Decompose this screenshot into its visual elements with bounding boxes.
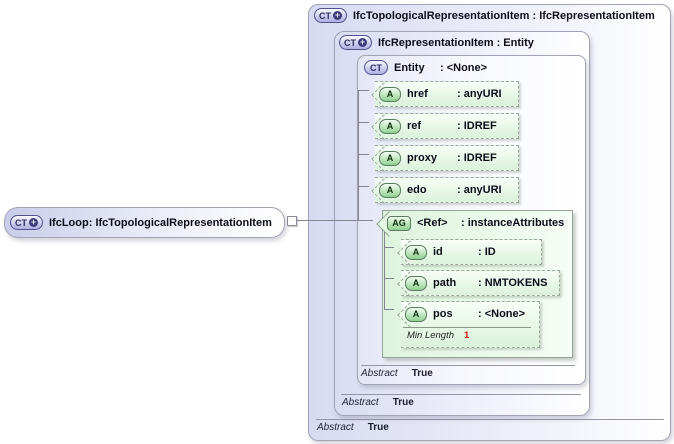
complextype-icon[interactable]: CT +: [339, 35, 372, 50]
attribute-name: id: [433, 246, 443, 258]
tree-stub-edo: [358, 186, 369, 187]
attribute-icon: A: [379, 182, 401, 198]
attribute-name: path: [433, 277, 457, 289]
ct-badge-label: CT: [370, 62, 382, 73]
node-name: IfcLoop: [49, 216, 89, 229]
box-header[interactable]: CT Entity : <None>: [364, 60, 487, 75]
tree-stub-proxy: [358, 154, 369, 155]
attribute-tag-edo[interactable]: A edo : anyURI: [370, 177, 519, 204]
complextype-icon[interactable]: CT +: [314, 8, 347, 23]
facet-label: Min Length: [407, 330, 455, 341]
abstract-separator: [316, 419, 664, 420]
attribute-icon: A: [379, 86, 401, 102]
ct-badge-label: CT: [15, 217, 27, 228]
connector-line: [296, 220, 373, 221]
attribute-type: : ID: [478, 246, 496, 258]
abstract-row: Abstract True: [317, 422, 389, 433]
box-ifcrepresentationitem[interactable]: CT + IfcRepresentationItem : Entity Abst…: [334, 31, 590, 416]
complextype-icon[interactable]: CT: [364, 60, 388, 75]
tree-stub-ref: [358, 122, 369, 123]
box-entity[interactable]: CT Entity : <None> Abstract True A href: [357, 55, 586, 385]
attribute-icon: A: [405, 275, 427, 291]
tree-line-vertical: [358, 90, 359, 221]
attribute-group-ref[interactable]: AG <Ref> : instanceAttributes A id : ID: [375, 210, 573, 358]
attribute-type: : IDREF: [457, 152, 497, 164]
expand-plus-icon[interactable]: +: [358, 37, 367, 47]
entity-name: Entity: [394, 61, 425, 74]
attribute-tag-ref[interactable]: A ref : IDREF: [370, 113, 519, 140]
abstract-row: Abstract True: [342, 397, 414, 408]
tree-stub-path: [384, 278, 394, 279]
ct-badge-label: CT: [344, 37, 356, 48]
abstract-label: Abstract: [317, 422, 354, 433]
attribute-name: ref: [407, 120, 422, 132]
box-header[interactable]: CT + IfcRepresentationItem : Entity: [339, 35, 534, 50]
complextype-icon[interactable]: CT +: [10, 215, 43, 230]
abstract-label: Abstract: [342, 397, 379, 408]
attribute-type: : <None>: [478, 308, 526, 320]
attribute-name: proxy: [407, 152, 437, 164]
expand-plus-icon[interactable]: +: [29, 217, 38, 227]
facet-min-length: Min Length 1: [407, 330, 469, 341]
attribute-type: : NMTOKENS: [478, 277, 548, 289]
node-ifcloop[interactable]: CT + IfcLoop : IfcTopologicalRepresentat…: [4, 207, 285, 238]
group-tree-line-vertical: [384, 232, 385, 309]
abstract-value: True: [411, 368, 433, 379]
attribute-group-header[interactable]: AG <Ref> : instanceAttributes: [383, 211, 572, 235]
abstract-label: Abstract: [361, 368, 398, 379]
attribute-name: href: [407, 88, 428, 100]
collapse-handle[interactable]: [287, 216, 297, 226]
attribute-icon: A: [379, 150, 401, 166]
attribute-icon: A: [379, 118, 401, 134]
attribute-name: edo: [407, 184, 427, 196]
abstract-value: True: [367, 422, 389, 433]
facet-value: 1: [464, 330, 470, 341]
group-type: : instanceAttributes: [461, 217, 565, 229]
box-title: IfcRepresentationItem : Entity: [378, 36, 534, 49]
attribute-type: : IDREF: [457, 120, 497, 132]
attribute-tag-id[interactable]: A id : ID: [396, 239, 542, 266]
entity-type: : <None>: [440, 61, 488, 74]
attribute-name: pos: [433, 308, 453, 320]
abstract-row: Abstract True: [361, 368, 433, 379]
attribute-tag-proxy[interactable]: A proxy : IDREF: [370, 145, 519, 172]
attribute-tag-path[interactable]: A path : NMTOKENS: [396, 270, 560, 297]
attribute-icon: A: [405, 306, 427, 322]
abstract-separator: [341, 394, 581, 395]
attribute-group-icon: AG: [387, 215, 411, 231]
box-title: IfcTopologicalRepresentationItem : IfcRe…: [353, 9, 655, 22]
facet-separator: [403, 327, 531, 328]
abstract-separator: [361, 365, 575, 366]
attribute-type: : anyURI: [457, 184, 502, 196]
ct-badge-label: CT: [319, 10, 331, 21]
expand-plus-icon[interactable]: +: [333, 10, 342, 20]
attribute-tag-href[interactable]: A href : anyURI: [370, 81, 519, 108]
group-name: <Ref>: [417, 217, 448, 229]
attribute-tag-pos[interactable]: A pos : <None> Min Length 1: [396, 301, 540, 348]
tree-stub-pos: [384, 309, 394, 310]
abstract-value: True: [392, 397, 414, 408]
tree-stub-href: [358, 90, 369, 91]
attribute-icon: A: [405, 244, 427, 260]
tree-stub-id: [384, 247, 394, 248]
node-type: : IfcTopologicalRepresentationItem: [88, 216, 272, 229]
box-header[interactable]: CT + IfcTopologicalRepresentationItem : …: [314, 8, 655, 23]
attribute-type: : anyURI: [457, 88, 502, 100]
box-ifctopologicalrepresentationitem[interactable]: CT + IfcTopologicalRepresentationItem : …: [308, 4, 671, 441]
